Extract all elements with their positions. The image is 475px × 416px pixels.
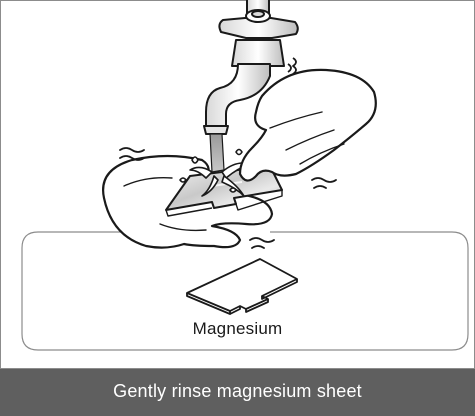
caption-bar: Gently rinse magnesium sheet bbox=[0, 369, 475, 416]
inset-magnesium-sheet bbox=[187, 259, 297, 314]
caption-text: Gently rinse magnesium sheet bbox=[0, 381, 475, 402]
water-stream bbox=[210, 134, 224, 172]
part-label: Magnesium bbox=[0, 319, 475, 339]
